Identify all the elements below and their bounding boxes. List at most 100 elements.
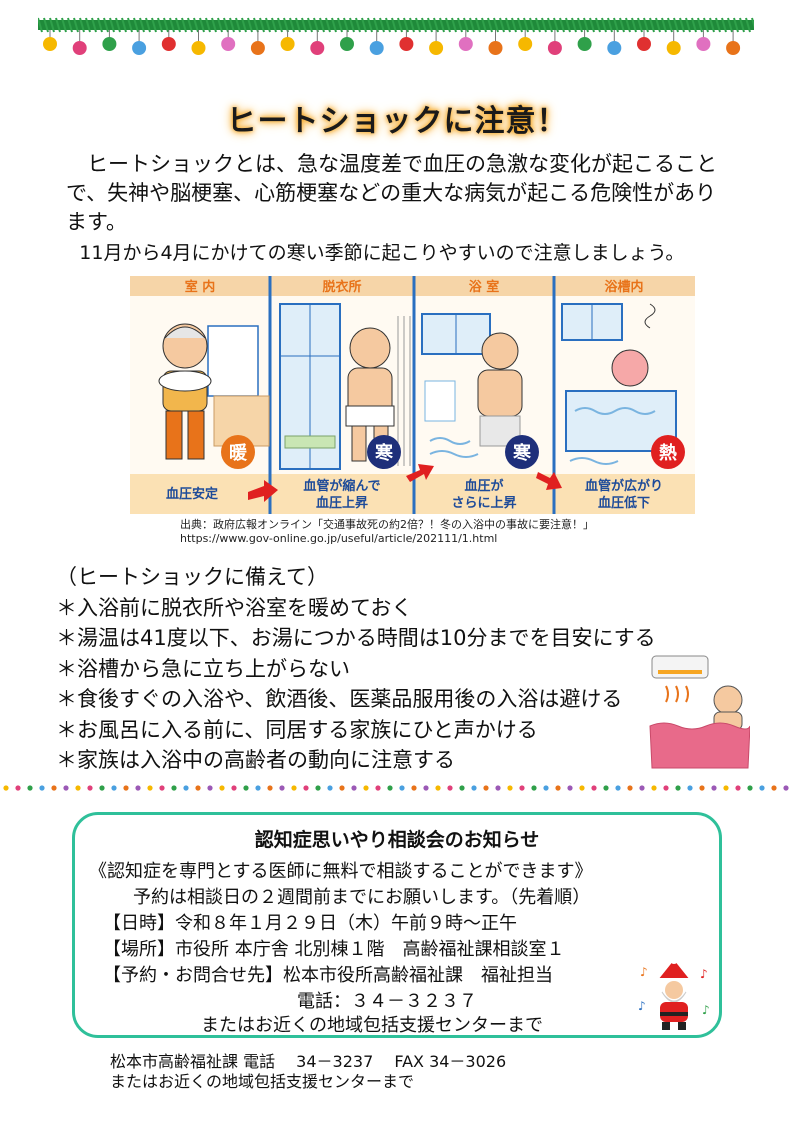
dotted-divider bbox=[3, 785, 789, 791]
svg-text:暖: 暖 bbox=[229, 442, 248, 464]
ornament-ball bbox=[102, 37, 117, 51]
divider-dot bbox=[243, 785, 249, 791]
prevention-item: ＊お風呂に入る前に、同居する家族にひと声かける bbox=[56, 717, 538, 742]
divider-dot bbox=[771, 785, 777, 791]
garland-decoration bbox=[38, 17, 754, 55]
badge-hot: 熱 bbox=[651, 435, 685, 469]
ornament-ball bbox=[607, 41, 622, 55]
ornament-ball bbox=[132, 41, 147, 55]
divider-dot bbox=[255, 785, 261, 791]
divider-dot bbox=[507, 785, 513, 791]
footer-contact: 松本市高齢福祉課 電話 34－3237 FAX 34－3026 またはお近くの地… bbox=[110, 1052, 506, 1092]
ornament-ball bbox=[72, 41, 87, 55]
divider-dot bbox=[639, 785, 645, 791]
divider-dot bbox=[615, 785, 621, 791]
divider-dot bbox=[723, 785, 729, 791]
ornament-ball bbox=[429, 41, 444, 55]
notice-alt-contact: またはお近くの地域包括支援センターまで bbox=[201, 1015, 543, 1036]
divider-dot bbox=[351, 785, 357, 791]
prevention-item: ＊家族は入浴中の高齢者の動向に注意する bbox=[56, 748, 455, 772]
prevention-item: ＊入浴前に脱衣所や浴室を暖めておく bbox=[56, 595, 413, 620]
divider-dot bbox=[447, 785, 453, 791]
ornament-ball bbox=[488, 41, 503, 55]
divider-dot bbox=[171, 785, 177, 791]
divider-dot bbox=[363, 785, 369, 791]
divider-dot bbox=[63, 785, 69, 791]
divider-dot bbox=[687, 785, 693, 791]
ornament-ball bbox=[666, 41, 681, 55]
divider-dot bbox=[675, 785, 681, 791]
ornament-ball bbox=[518, 37, 533, 51]
ornament-ball bbox=[191, 41, 206, 55]
ornament-ball bbox=[221, 37, 236, 51]
divider-dot bbox=[231, 785, 237, 791]
ornament-ball bbox=[577, 37, 592, 51]
divider-dot bbox=[291, 785, 297, 791]
bath-heater-illustration bbox=[649, 655, 750, 769]
panel-bathtub-scene bbox=[561, 303, 677, 465]
footer-line-1: 松本市高齢福祉課 電話 34－3237 FAX 34－3026 bbox=[110, 1052, 507, 1071]
divider-dot bbox=[483, 785, 489, 791]
divider-dot bbox=[267, 785, 273, 791]
bather-head bbox=[713, 685, 743, 715]
notice-place: 【場所】市役所 本庁舎 北別棟１階 高齢福祉課相談室１ bbox=[103, 939, 565, 960]
divider-dot bbox=[399, 785, 405, 791]
ornament-ball bbox=[726, 41, 741, 55]
divider-dot bbox=[123, 785, 129, 791]
footer-line-2: またはお近くの地域包括支援センターまで bbox=[110, 1072, 415, 1091]
ornament-ball bbox=[310, 41, 325, 55]
badge-cold-2: 寒 bbox=[505, 435, 539, 469]
ornaments bbox=[43, 30, 741, 55]
divider-dot bbox=[207, 785, 213, 791]
caption-indoor: 血圧安定 bbox=[166, 486, 218, 502]
source-url[interactable]: https://www.gov-online.go.jp/useful/arti… bbox=[180, 532, 498, 545]
notice-phone: 電話：３４－３２３７ bbox=[297, 991, 477, 1012]
notice-reservation: 予約は相談日の２週間前までにお願いします。（先着順） bbox=[133, 887, 591, 908]
divider-dot bbox=[747, 785, 753, 791]
divider-dot bbox=[99, 785, 105, 791]
music-note-icon: ♪ bbox=[638, 999, 646, 1013]
divider-dot bbox=[423, 785, 429, 791]
ornament-ball bbox=[250, 41, 265, 55]
divider-dot bbox=[15, 785, 21, 791]
ornament-ball bbox=[547, 41, 562, 55]
divider-dot bbox=[219, 785, 225, 791]
divider-dot bbox=[411, 785, 417, 791]
divider-dot bbox=[27, 785, 33, 791]
source-citation: 出典：政府広報オンライン「交通事故死の約2倍？！冬の入浴中の事故に要注意！」 h… bbox=[180, 518, 594, 546]
page-title: ヒートショックに注意！ bbox=[226, 104, 568, 139]
ornament-ball bbox=[280, 37, 295, 51]
divider-dot bbox=[519, 785, 525, 791]
divider-dot bbox=[471, 785, 477, 791]
ornament-ball bbox=[43, 37, 57, 51]
divider-dot bbox=[699, 785, 705, 791]
divider-dot bbox=[735, 785, 741, 791]
santa-illustration: ♪ ♪ ♪ ♪ bbox=[638, 958, 710, 1030]
divider-dot bbox=[279, 785, 285, 791]
badge-warm: 暖 bbox=[221, 435, 255, 469]
divider-dot bbox=[435, 785, 441, 791]
music-note-icon: ♪ bbox=[702, 1003, 710, 1017]
divider-dot bbox=[567, 785, 573, 791]
badge-cold-1: 寒 bbox=[367, 435, 401, 469]
notice-title: 認知症思いやり相談会のお知らせ bbox=[254, 829, 540, 851]
caption-bathroom: 血圧がさらに上昇 bbox=[451, 478, 516, 511]
divider-dot bbox=[603, 785, 609, 791]
divider-dot bbox=[543, 785, 549, 791]
garland-branch bbox=[38, 17, 754, 33]
divider-dot bbox=[579, 785, 585, 791]
divider-dot bbox=[759, 785, 765, 791]
divider-dot bbox=[663, 785, 669, 791]
prevention-item: ＊浴槽から急に立ち上がらない bbox=[56, 656, 350, 681]
divider-dot bbox=[651, 785, 657, 791]
divider-dot bbox=[51, 785, 57, 791]
caption-bathtub: 血管が広がり血圧低下 bbox=[585, 478, 663, 511]
divider-dot bbox=[183, 785, 189, 791]
bathtub-icon bbox=[649, 722, 750, 769]
arrow-icon bbox=[248, 480, 278, 502]
music-note-icon: ♪ bbox=[640, 965, 648, 979]
arrow-icon bbox=[406, 464, 434, 482]
divider-dot bbox=[315, 785, 321, 791]
ornament-ball bbox=[637, 37, 651, 51]
divider-dot bbox=[111, 785, 117, 791]
